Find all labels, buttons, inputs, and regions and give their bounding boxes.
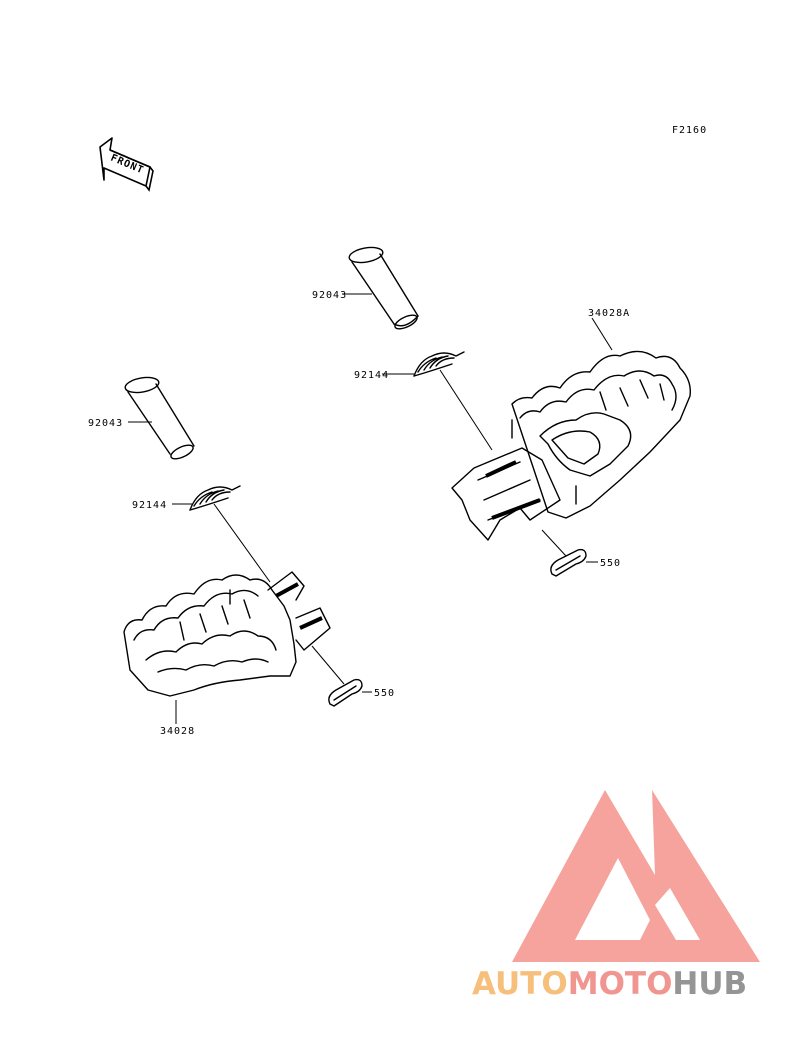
watermark-auto: AUTO bbox=[472, 966, 568, 1002]
watermark-logo: AUTOMOTOHUB bbox=[472, 790, 760, 1002]
callout-footpeg-left: 34028 bbox=[160, 726, 195, 737]
pivot-pin-right bbox=[348, 246, 419, 330]
spring-right bbox=[413, 351, 465, 377]
pivot-pin-left bbox=[124, 376, 195, 460]
front-arrow-icon: FRONT bbox=[99, 137, 154, 192]
footpeg-left bbox=[123, 571, 331, 697]
footpeg-right bbox=[451, 350, 691, 541]
callout-pin-right: 92043 bbox=[312, 290, 347, 301]
callout-spring-right: 92144 bbox=[354, 370, 389, 381]
cotter-pin-right bbox=[550, 548, 587, 577]
callout-spring-left: 92144 bbox=[132, 500, 167, 511]
svg-text:AUTOMOTOHUB: AUTOMOTOHUB bbox=[472, 966, 747, 1002]
callout-footpeg-right: 34028A bbox=[588, 308, 630, 319]
watermark-moto: MOTO bbox=[568, 966, 673, 1002]
callout-cotter-right: 550 bbox=[600, 558, 621, 569]
callout-cotter-left: 550 bbox=[374, 688, 395, 699]
cotter-pin-left bbox=[328, 678, 363, 707]
spring-left bbox=[189, 485, 241, 511]
callout-pin-left: 92043 bbox=[88, 418, 123, 429]
figure-code: F2160 bbox=[672, 125, 707, 136]
watermark-hub: HUB bbox=[672, 966, 747, 1002]
